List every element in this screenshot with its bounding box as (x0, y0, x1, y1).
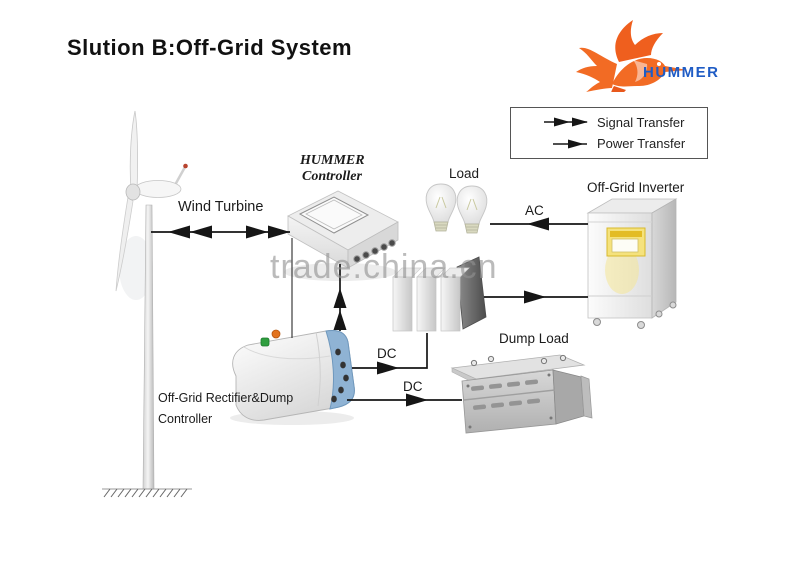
hummer-controller-illustration (284, 190, 399, 281)
dump-load-illustration (450, 354, 593, 434)
dump-load-label: Dump Load (499, 331, 569, 346)
signal-transfer-icon (544, 117, 588, 127)
legend-power-label: Power Transfer (597, 136, 686, 152)
ac-label: AC (525, 203, 544, 218)
battery-bank-illustration (392, 256, 487, 332)
green-led (260, 337, 270, 347)
controller-label-line2: Controller (302, 169, 362, 184)
dc-dump-label: DC (403, 379, 423, 394)
orange-led (271, 329, 281, 339)
inverter-label: Off-Grid Inverter (587, 180, 685, 195)
rectifier-label-line1: Off-Grid Rectifier&Dump (158, 391, 294, 405)
connector-inverter-load (490, 217, 588, 231)
rectifier-label-line2: Controller (158, 412, 213, 426)
inverter-casters (593, 301, 677, 329)
page-title: Slution B:Off-Grid System (67, 35, 353, 60)
power-transfer-icon (553, 139, 587, 149)
ground-hatch (102, 488, 192, 498)
hummingbird-icon (576, 20, 687, 110)
legend-item-power: Power Transfer (511, 136, 707, 151)
brand-name: HUMMER (643, 64, 720, 81)
legend-item-signal: Signal Transfer (511, 115, 707, 130)
legend-signal-label: Signal Transfer (597, 114, 685, 130)
connector-controller-rectifier (291, 238, 347, 338)
dc-battery-label: DC (377, 346, 397, 361)
load-bulbs-illustration (425, 183, 488, 234)
rectifier-ports (331, 348, 349, 403)
load-label: Load (449, 166, 480, 181)
controller-label-line1: HUMMER (300, 153, 365, 168)
connector-turbine-controller (151, 225, 290, 239)
connector-rectifier-battery (352, 333, 428, 375)
controller-ports (353, 239, 396, 263)
legend-box: Signal Transfer Power Transfer (510, 107, 708, 159)
connector-rectifier-dumpload (347, 393, 462, 407)
inverter-display-panel (606, 227, 646, 257)
dump-load-eyelets (470, 354, 567, 367)
brand-logo: HUMMER (575, 20, 735, 110)
connector-battery-inverter (484, 290, 588, 304)
rectifier-illustration (230, 329, 355, 425)
wind-turbine-illustration (102, 110, 192, 498)
inverter-illustration (586, 198, 678, 329)
watermark: trade.china.cn (270, 248, 498, 286)
dump-load-vents (471, 379, 541, 410)
wind-turbine-label: Wind Turbine (178, 199, 264, 215)
